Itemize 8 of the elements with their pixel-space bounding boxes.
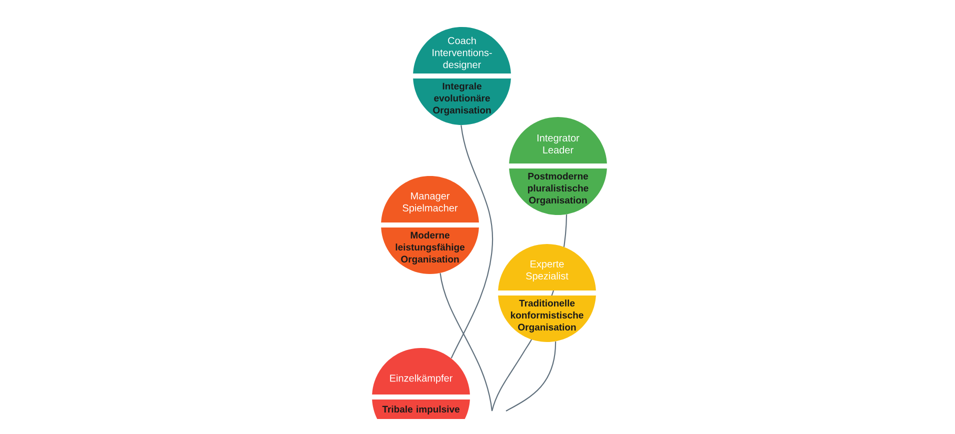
circle-lower-half: Postmoderne pluralistische Organisation	[528, 172, 588, 206]
circle-lower-half: Moderne leistungsfähige Organisation	[396, 232, 465, 264]
balloon-string	[506, 341, 556, 412]
circle-lower-half: Tribale impulsive	[382, 406, 460, 414]
circle-lower-half: Traditionelle konformistische Organisation	[510, 300, 584, 332]
balloon-string	[440, 273, 493, 412]
circle-lower-half: Integrale evolutionäre Organisation	[433, 82, 491, 116]
balloon-string	[450, 125, 494, 358]
